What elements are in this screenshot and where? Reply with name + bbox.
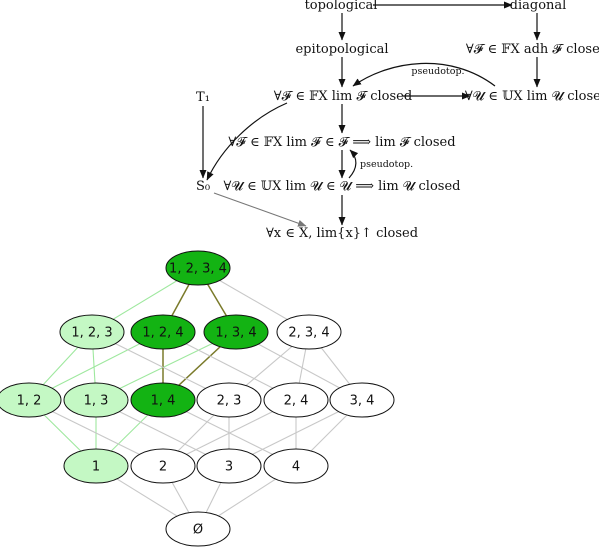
edge-label-pseudotop-lower: pseudotop. [360, 159, 413, 170]
lattice-node-label: Ø [193, 523, 203, 538]
lattice-node-label: 1, 2, 3, 4 [169, 262, 227, 277]
lattice-node-label: 3 [225, 460, 233, 475]
lattice-node-label: 2, 3, 4 [288, 326, 329, 341]
lattice-node-label: 2, 4 [284, 394, 309, 409]
node-diagonal: diagonal [510, 0, 567, 13]
lattice-node-4: 4 [263, 448, 329, 484]
lattice-node-3: 3 [196, 448, 262, 484]
lattice-node-12: 1, 2 [0, 382, 62, 418]
lattice-node-1: 1 [63, 448, 129, 484]
lattice-node-label: 2 [159, 460, 167, 475]
node-epitopological: epitopological [295, 42, 388, 57]
lattice-node-label: 1 [92, 460, 100, 475]
lattice-node-label: 3, 4 [350, 394, 375, 409]
lattice-node-124: 1, 2, 4 [130, 314, 196, 350]
node-lim-x-closed: ∀x ∈ X, lim{x}↑ closed [266, 226, 418, 241]
lattice-node-34: 3, 4 [329, 382, 395, 418]
lattice-node-ellipse [59, 314, 125, 350]
lattice-node-label: 1, 3, 4 [215, 326, 256, 341]
lattice-node-13: 1, 3 [63, 382, 129, 418]
lattice-node-ellipse [196, 448, 262, 484]
lattice-node-ellipse [196, 382, 262, 418]
node-lim-F-closed: ∀𝓕 ∈ 𝔽X lim 𝓕 closed [274, 89, 412, 104]
arrow-S0-limx [213, 192, 307, 227]
lattice-node-134: 1, 3, 4 [203, 314, 269, 350]
lattice-node-234: 2, 3, 4 [276, 314, 342, 350]
node-adh-closed: ∀𝓕 ∈ 𝔽X adh 𝓕 closed [466, 42, 599, 57]
lattice-node-ellipse [63, 448, 129, 484]
lattice-node-ellipse [0, 382, 62, 418]
lattice-node-14: 1, 4 [130, 382, 196, 418]
lattice-node-label: 1, 4 [151, 394, 176, 409]
lattice-node-ellipse [276, 314, 342, 350]
node-lim-F-in-F: ∀𝓕 ∈ 𝔽X lim 𝓕 ∈ 𝓕 ⟹ lim 𝓕 closed [228, 135, 455, 150]
lattice-node-ellipse [130, 382, 196, 418]
lattice-node-label: 1, 2 [17, 394, 42, 409]
arrow-limF-S0 [206, 102, 288, 181]
lattice-node-ellipse [263, 448, 329, 484]
lattice-node-label: 2, 3 [217, 394, 242, 409]
lattice-node-label: 1, 2, 4 [142, 326, 183, 341]
lattice-node-ellipse [165, 511, 231, 547]
lattice-node-label: 4 [292, 460, 300, 475]
node-S0: S₀ [196, 179, 210, 194]
node-topological: topological [305, 0, 378, 13]
subset-lattice: 1, 2, 3, 4 1, 2, 3 1, 2, 4 1, 3, 4 2, 3, 4 1,… [0, 250, 395, 547]
lattice-node-ellipse [63, 382, 129, 418]
lattice-node-ellipse [130, 448, 196, 484]
node-T1: T₁ [196, 90, 210, 105]
lattice-node-ellipse [203, 314, 269, 350]
lattice-node-23: 2, 3 [196, 382, 262, 418]
lattice-node-123: 1, 2, 3 [59, 314, 125, 350]
lattice-node-ellipse [165, 250, 231, 286]
node-lim-U-closed: ∀𝓤 ∈ 𝕌X lim 𝓤 closed [465, 89, 599, 104]
lattice-node-ellipse [329, 382, 395, 418]
arrow-pseudotop-limU-limF [352, 62, 496, 87]
lattice-node-24: 2, 4 [263, 382, 329, 418]
lattice-node-1234: 1, 2, 3, 4 [165, 250, 231, 286]
lattice-node-ellipse [130, 314, 196, 350]
implication-diagram: topological diagonal epitopological ∀𝓕 ∈… [196, 0, 599, 241]
implication-arrows [199, 1, 541, 226]
lattice-node-empty: Ø [165, 511, 231, 547]
lattice-nodes: 1, 2, 3, 4 1, 2, 3 1, 2, 4 1, 3, 4 2, 3, 4 1,… [0, 250, 395, 547]
edge-label-pseudotop-upper: pseudotop. [411, 66, 464, 77]
lattice-node-ellipse [263, 382, 329, 418]
lattice-node-label: 1, 2, 3 [71, 326, 112, 341]
lattice-node-2: 2 [130, 448, 196, 484]
node-lim-U-in-U: ∀𝓤 ∈ 𝕌X lim 𝓤 ∈ 𝓤 ⟹ lim 𝓤 closed [224, 179, 461, 194]
lattice-node-label: 1, 3 [84, 394, 109, 409]
arrow-pseudotop-limUinU-limFinF [348, 149, 359, 179]
